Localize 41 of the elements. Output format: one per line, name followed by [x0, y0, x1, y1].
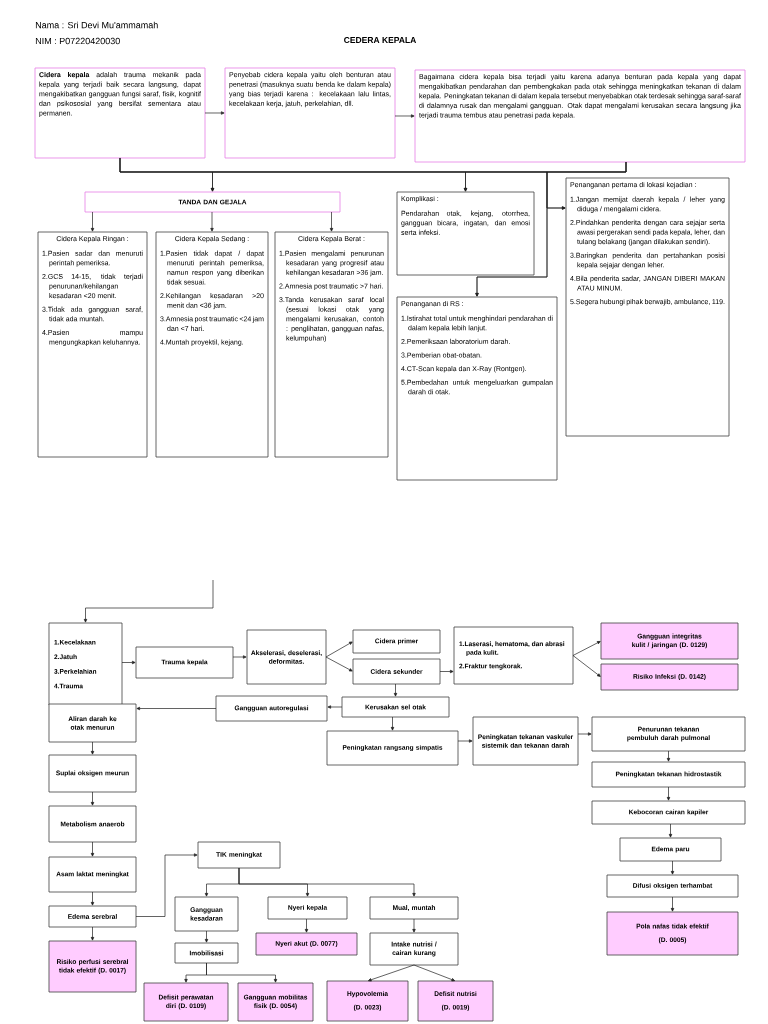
arrow [210, 211, 214, 232]
arrow [83, 579, 214, 623]
arrow [90, 211, 95, 232]
arrow [206, 962, 278, 983]
arrow [413, 964, 456, 982]
arrow [670, 896, 675, 912]
arrow [304, 918, 309, 933]
arrow [393, 683, 398, 697]
arrow [670, 860, 675, 875]
arrow [90, 741, 95, 755]
arrow [232, 655, 247, 659]
arrow [90, 891, 95, 906]
arrow [90, 841, 95, 857]
arrow [121, 660, 136, 665]
arrow [666, 786, 671, 801]
arrow [135, 853, 198, 917]
arrow [238, 867, 416, 897]
arrow [90, 791, 95, 806]
arrow [572, 655, 601, 677]
arrow [439, 669, 454, 674]
title: CEDERA KEPALA [344, 37, 417, 43]
arrow [204, 111, 225, 115]
arrow [577, 732, 592, 736]
header-text: Nama : Sri Devi Mu'ammamah [35, 21, 158, 29]
arrow [325, 656, 353, 672]
arrow [546, 161, 627, 210]
arrow [412, 918, 416, 933]
arrow [390, 716, 395, 731]
arrow [327, 705, 343, 709]
arrow [367, 964, 415, 982]
arrow [666, 750, 671, 762]
arrow [572, 641, 601, 656]
arrow [394, 114, 415, 118]
arrow [204, 930, 209, 943]
header-text: NIM : P07220420030 [35, 37, 120, 45]
arrow [136, 706, 217, 711]
arrow [329, 211, 334, 232]
arrow [457, 739, 473, 743]
arrow [325, 641, 353, 658]
arrow [90, 926, 95, 941]
arrow [668, 823, 673, 838]
